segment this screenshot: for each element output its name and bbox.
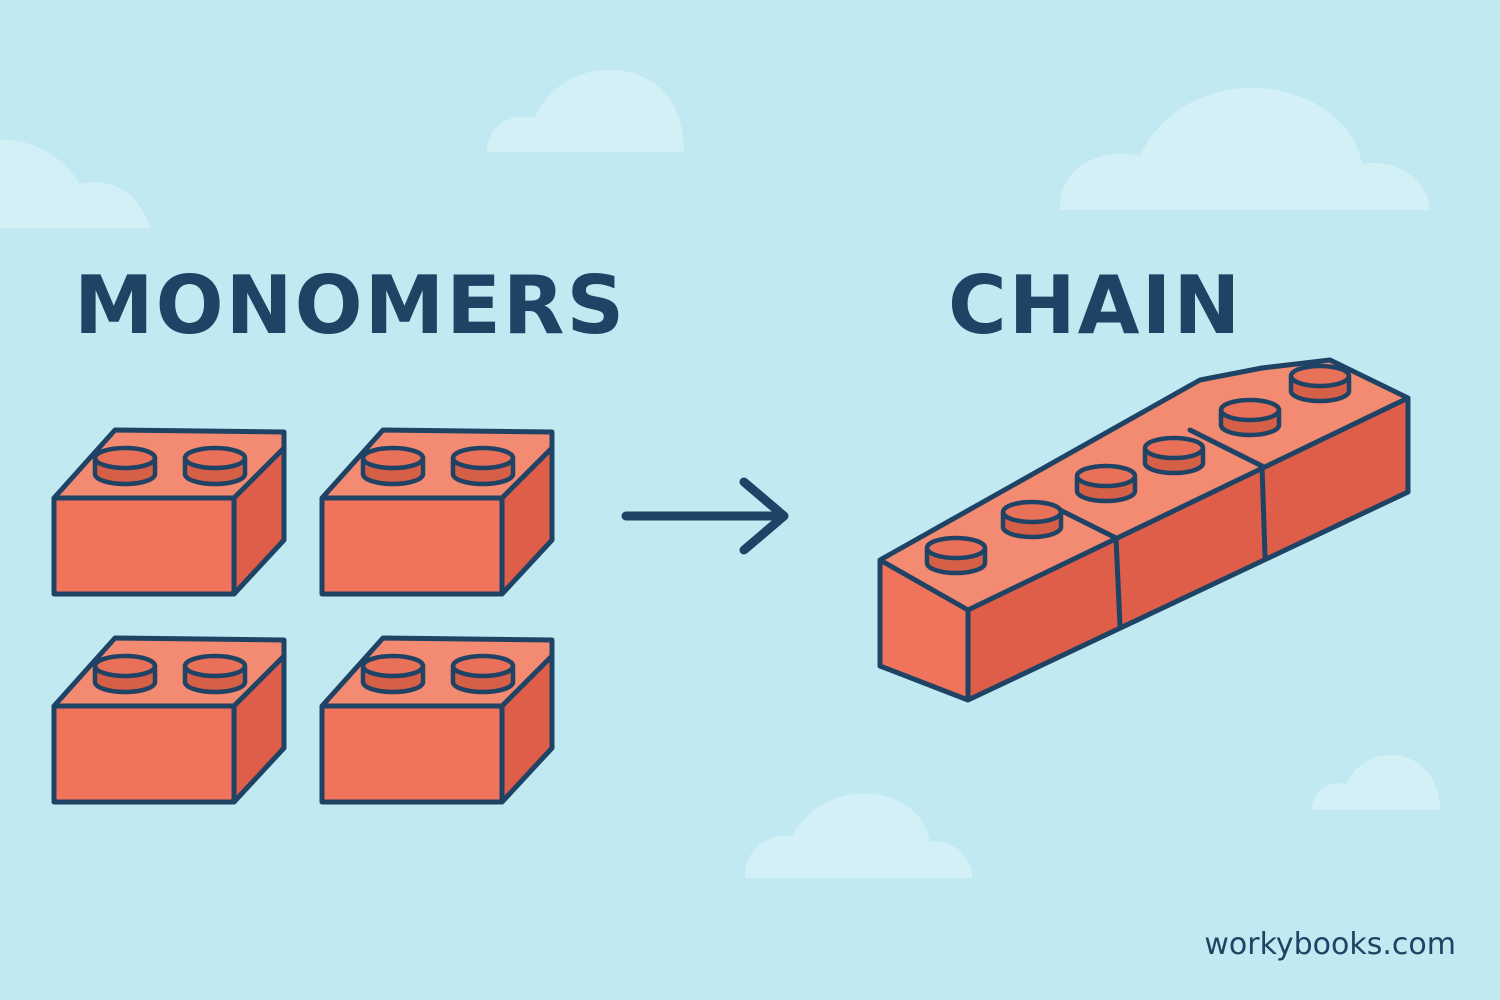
cloud-icon: [1059, 87, 1430, 210]
arrow-right-icon: [621, 477, 789, 555]
monomers-label: MONOMERS: [74, 259, 627, 352]
watermark-text: workybooks.com: [1204, 927, 1456, 962]
cloud-icon: [487, 69, 684, 152]
lego-brick-chain-icon: [877, 357, 1411, 703]
lego-brick-2x1-icon: [322, 638, 552, 802]
lego-brick-2x1-icon: [54, 638, 284, 802]
monomer-grid: [54, 430, 552, 802]
lego-brick-2x1-icon: [54, 430, 284, 594]
cloud-icon: [1312, 755, 1440, 810]
cloud-icon: [0, 139, 150, 228]
chain-label: CHAIN: [948, 259, 1243, 352]
lego-brick-2x1-icon: [322, 430, 552, 594]
cloud-icon: [744, 793, 972, 878]
